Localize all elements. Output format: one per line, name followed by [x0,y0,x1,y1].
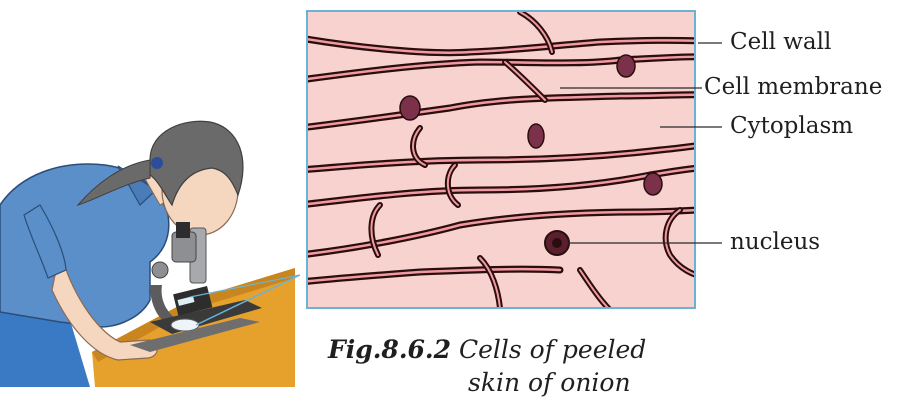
caption-line-1: Cells of peeled [459,335,646,364]
student-illustration [0,121,300,387]
figure-svg [0,0,905,387]
caption-line-2: skin of onion [468,370,631,395]
nucleus [617,55,635,77]
nucleus [528,124,544,148]
figure-number: Fig.8.6.2 [328,335,451,364]
figure: Cell wall Cell membrane Cytoplasm nucleu… [0,0,905,387]
label-cell-wall: Cell wall [730,31,831,54]
figure-caption: Fig.8.6.2 Cells of peeled [328,337,646,362]
label-cell-membrane: Cell membrane [704,76,882,99]
onion-cells-view [300,11,700,310]
label-cytoplasm: Cytoplasm [730,115,853,138]
nucleus [644,173,662,195]
nucleus [400,96,420,120]
label-nucleus: nucleus [730,231,820,254]
